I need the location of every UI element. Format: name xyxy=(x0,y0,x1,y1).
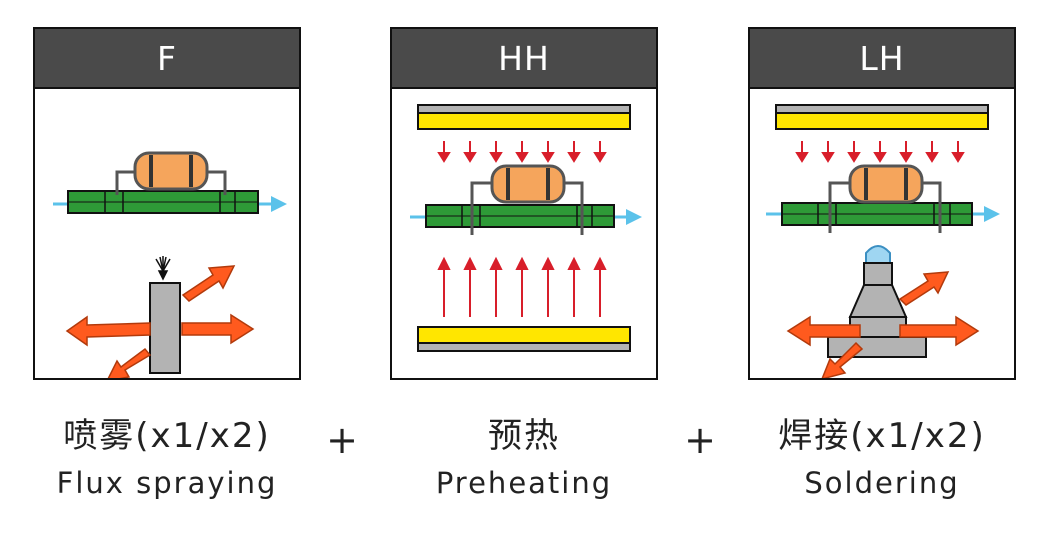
heat-arrows-down-icon xyxy=(795,141,965,163)
step-panel-solder: LH xyxy=(748,27,1016,380)
solder-wave-icon xyxy=(865,245,891,264)
pcb-icon xyxy=(67,190,259,214)
plus-operator-1: + xyxy=(326,418,358,462)
caption-solder: 焊接(x1/x2) Soldering xyxy=(748,412,1016,506)
caption-solder-zh: 焊接(x1/x2) xyxy=(778,416,986,456)
step-header-flux: F xyxy=(35,29,299,89)
caption-preheat-en: Preheating xyxy=(435,466,613,500)
resistor-icon xyxy=(470,164,584,235)
step-header-preheat: HH xyxy=(392,29,656,89)
caption-preheat-zh: 预热 xyxy=(488,416,560,456)
heat-arrows-up-icon xyxy=(437,256,607,317)
spray-lines-icon xyxy=(155,256,171,281)
pcb-icon xyxy=(781,202,973,226)
step-header-solder: LH xyxy=(750,29,1014,89)
solder-nozzle-icon xyxy=(827,262,927,358)
resistor-icon xyxy=(115,151,227,195)
top-heater-icon xyxy=(417,104,631,130)
flux-nozzle-icon xyxy=(149,282,181,374)
plus-operator-2: + xyxy=(684,418,716,462)
step-panel-preheat: HH xyxy=(390,27,658,380)
resistor-icon xyxy=(828,164,942,233)
caption-preheat: 预热 Preheating xyxy=(390,412,658,506)
solder-diagram xyxy=(766,104,1000,378)
pcb-icon xyxy=(425,204,615,228)
flux-spray-diagram xyxy=(53,151,287,378)
caption-solder-en: Soldering xyxy=(804,466,960,500)
motion-arrows-icon xyxy=(65,265,255,378)
motion-arrows-icon xyxy=(786,271,980,378)
top-heater-icon xyxy=(775,104,989,130)
step-panel-flux: F xyxy=(33,27,301,380)
caption-flux-zh: 喷雾(x1/x2) xyxy=(63,416,271,456)
heat-arrows-down-icon xyxy=(437,141,607,163)
preheater-icon xyxy=(417,326,631,352)
caption-flux: 喷雾(x1/x2) Flux spraying xyxy=(33,412,301,506)
preheat-diagram xyxy=(410,104,642,352)
caption-flux-en: Flux spraying xyxy=(56,466,278,500)
